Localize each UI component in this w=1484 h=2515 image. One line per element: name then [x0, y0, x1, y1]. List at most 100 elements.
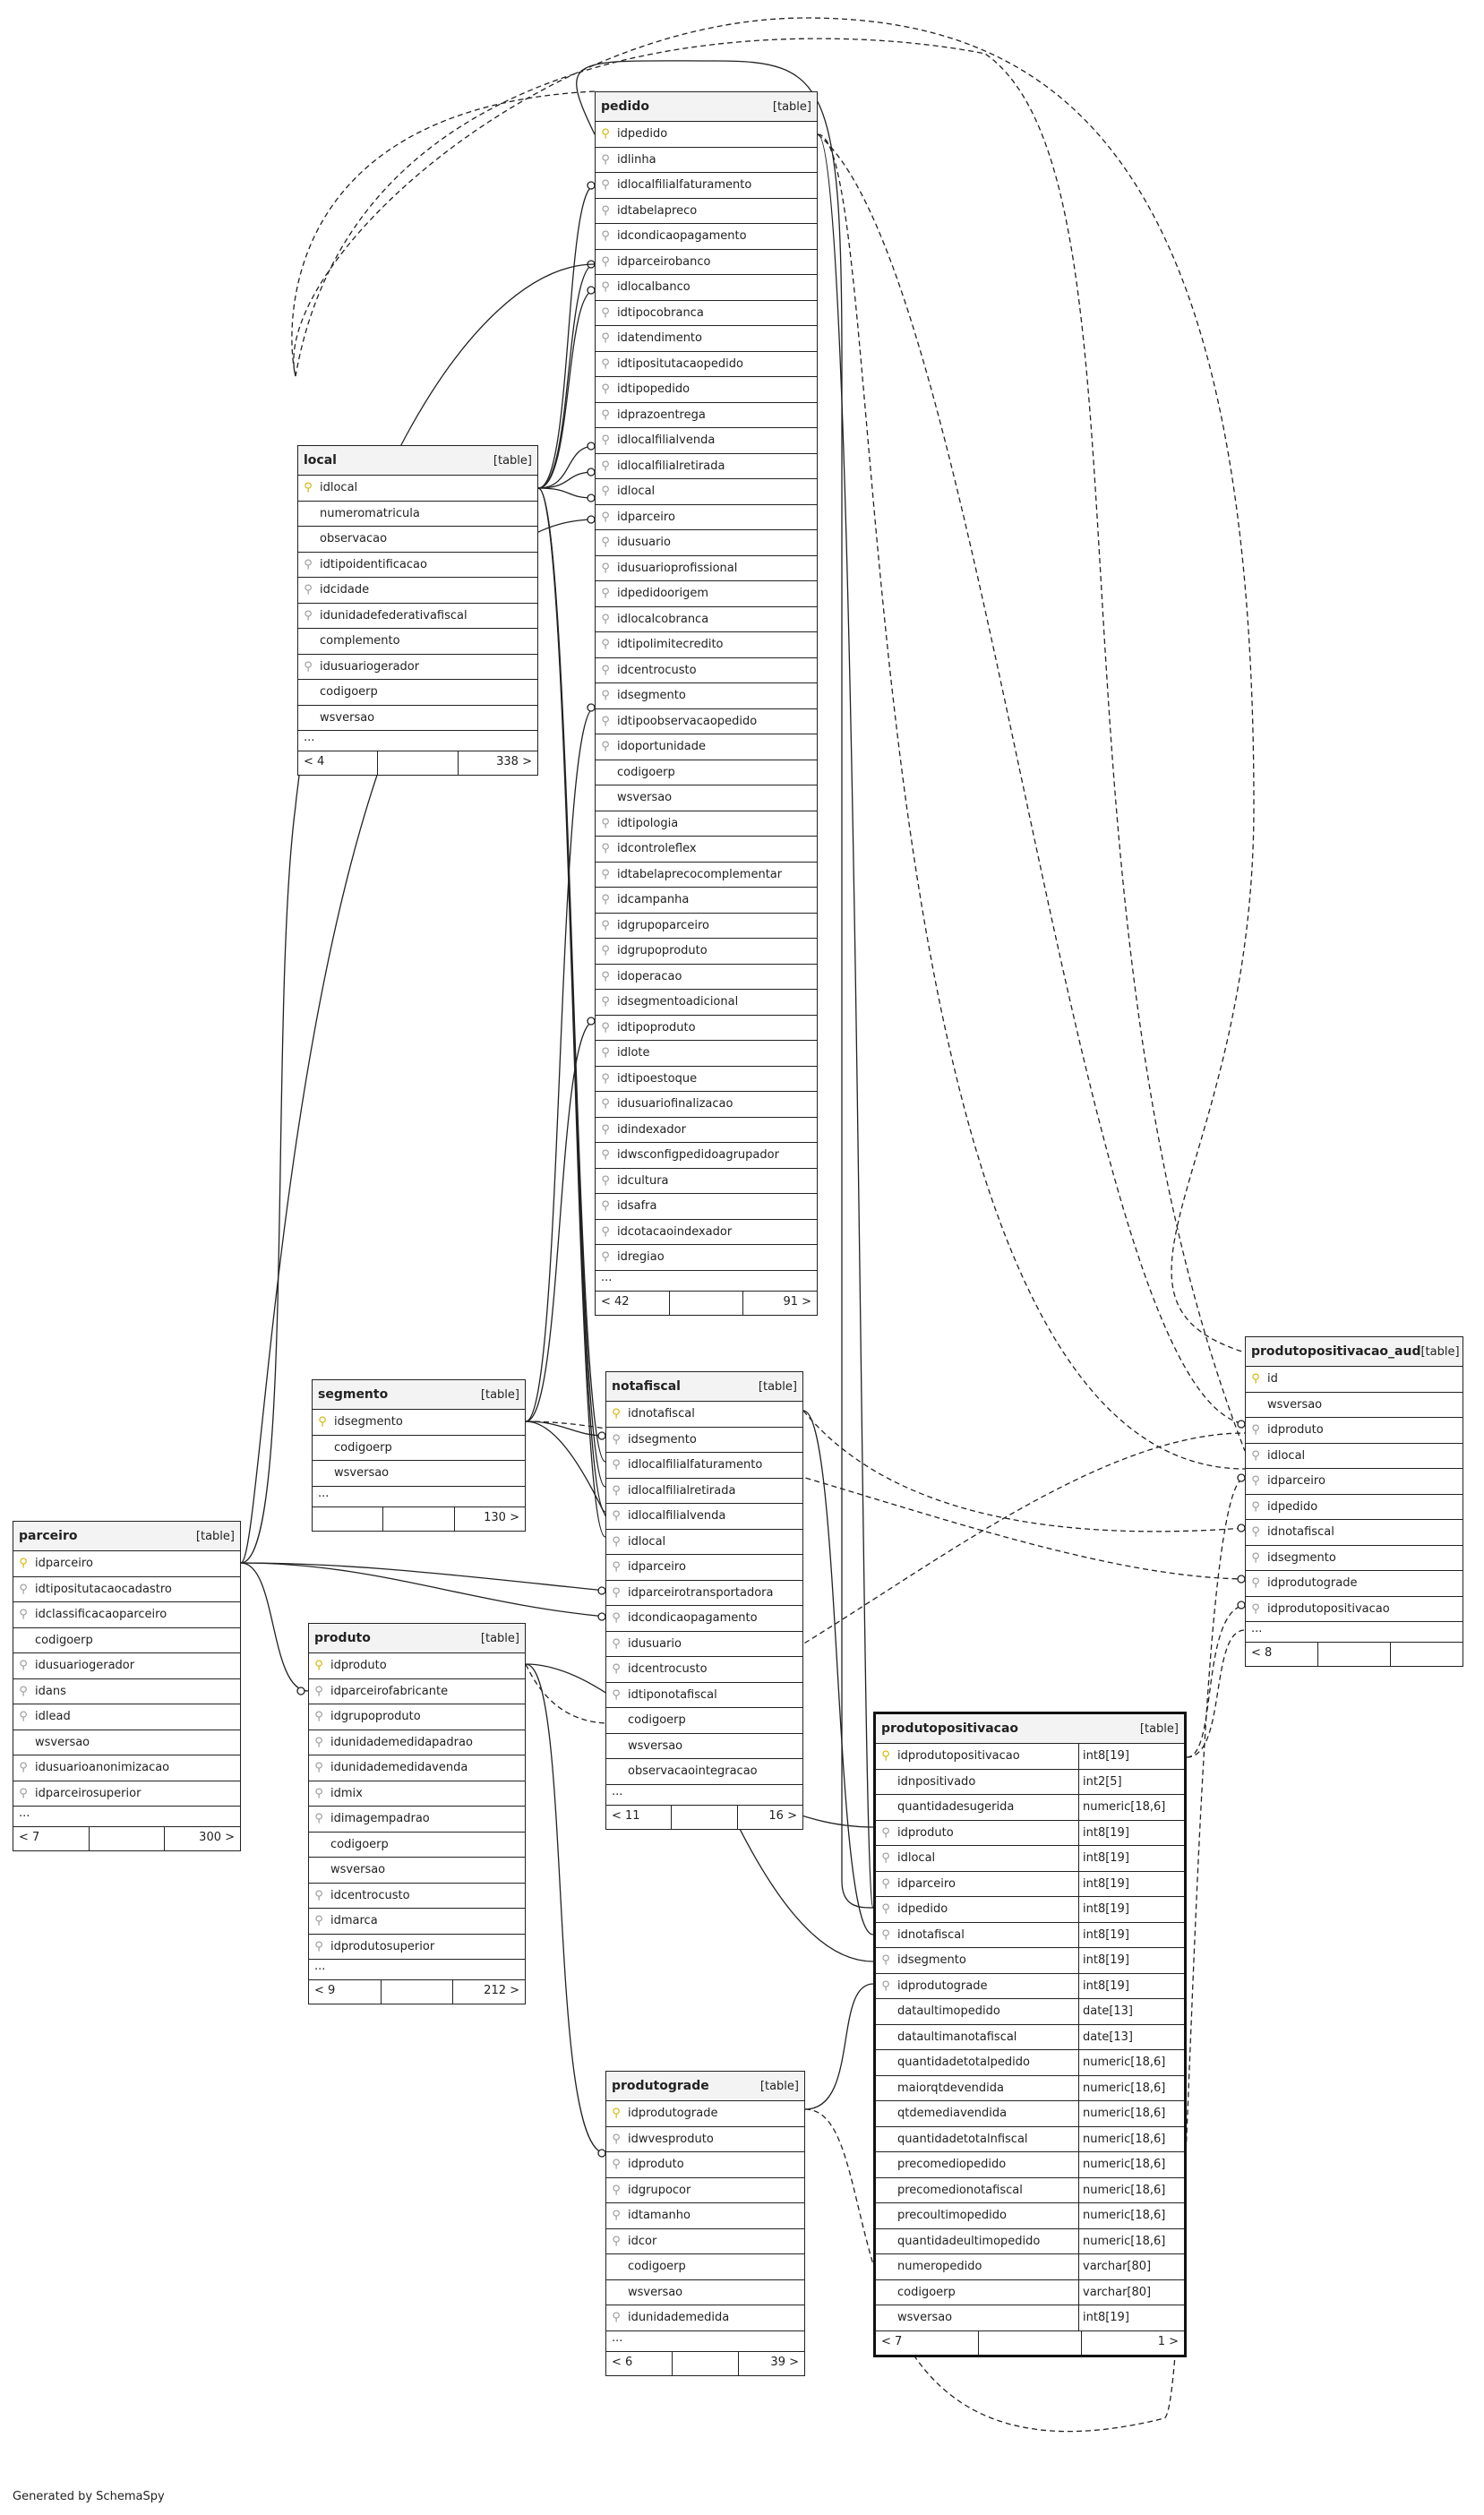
column-row[interactable]: ⚲idlocalcobranca — [596, 607, 817, 632]
table-parceiro[interactable]: parceiro [table] ⚲idparceiro⚲idtipositut… — [13, 1521, 241, 1851]
column-row[interactable]: ⚲idparceirosuperior — [13, 1781, 240, 1807]
column-row[interactable]: ⚲idpedido — [1246, 1495, 1463, 1520]
column-row[interactable]: ⚲idunidademedidapadrao — [309, 1730, 525, 1755]
column-row[interactable]: ⚲idparceiro — [606, 1555, 802, 1581]
column-row[interactable]: ⚲idgrupoproduto — [309, 1704, 525, 1730]
column-row[interactable]: ⚲idunidademedidavenda — [309, 1755, 525, 1781]
column-row[interactable]: codigoerp — [606, 1708, 802, 1734]
column-row[interactable]: ⚲idlocal — [298, 476, 537, 502]
column-row[interactable]: codigoerp — [13, 1628, 240, 1653]
column-row[interactable]: ⚲idunidadefederativafiscal — [298, 604, 537, 629]
column-row[interactable]: ⚲idcondicaopagamento — [606, 1606, 802, 1632]
column-row[interactable]: ⚲idlocalfilialfaturamento — [596, 173, 817, 199]
column-row[interactable]: ⚲idgrupoparceiro — [596, 914, 817, 939]
column-row[interactable]: ⚲idprodutosuperior — [309, 1935, 525, 1960]
parents-count[interactable]: < 7 — [19, 1831, 40, 1844]
column-row[interactable]: ⚲idtipocobranca — [596, 301, 817, 326]
column-row[interactable]: complemento — [298, 629, 537, 655]
column-row[interactable]: ⚲idwsconfigpedidoagrupador — [596, 1143, 817, 1169]
parents-count[interactable]: < 11 — [612, 1808, 640, 1823]
column-row[interactable]: ⚲idlocal — [1246, 1444, 1463, 1469]
column-row[interactable]: observacaointegracao — [606, 1759, 802, 1785]
column-row[interactable]: wsversao — [298, 706, 537, 731]
column-row[interactable]: ⚲idtipologia — [596, 811, 817, 837]
table-notafiscal[interactable]: notafiscal [table] ⚲idnotafiscal⚲idsegme… — [605, 1371, 803, 1830]
column-row[interactable]: ⚲idregiao — [596, 1245, 817, 1271]
column-row[interactable]: ⚲idusuariogerador — [13, 1653, 240, 1679]
column-row[interactable]: ⚲idcentrocusto — [596, 658, 817, 683]
children-count[interactable]: 1 > — [1081, 2330, 1184, 2355]
column-row[interactable]: ⚲idtipolimitecredito — [596, 632, 817, 658]
column-row[interactable]: ⚲idsegmento — [313, 1410, 525, 1436]
column-row[interactable]: ⚲idprodutograde — [1246, 1571, 1463, 1597]
table-produto[interactable]: produto [table] ⚲idproduto⚲idparceirofab… — [308, 1623, 526, 2004]
column-row[interactable]: ⚲idtipoproduto — [596, 1016, 817, 1041]
column-row[interactable]: wsversao — [313, 1461, 525, 1487]
column-row[interactable]: ⚲idans — [13, 1679, 240, 1704]
column-row[interactable]: ⚲idparceirotransportadora — [606, 1581, 802, 1606]
column-row[interactable]: ⚲idparceirofabricante — [309, 1679, 525, 1704]
column-row[interactable]: ⚲idproduto — [606, 2152, 804, 2178]
column-row[interactable]: ⚲idpedidoorigem — [596, 581, 817, 607]
column-row[interactable]: ⚲idtipoestoque — [596, 1067, 817, 1092]
column-row[interactable]: wsversao — [596, 785, 817, 811]
column-row[interactable]: ⚲idparceiro — [1246, 1469, 1463, 1495]
column-row[interactable]: ⚲idmix — [309, 1781, 525, 1807]
column-row[interactable]: ⚲idtiponotafiscal — [606, 1683, 802, 1708]
column-row[interactable]: ⚲idsegmentoadicional — [596, 990, 817, 1016]
column-row[interactable]: ⚲idcentrocusto — [606, 1657, 802, 1683]
parents-count[interactable]: < 7 — [881, 2334, 903, 2348]
column-row[interactable]: ⚲idproduto — [1246, 1418, 1463, 1444]
column-row[interactable]: ⚲idgrupoproduto — [596, 939, 817, 965]
column-row[interactable]: wsversao — [606, 1734, 802, 1759]
children-count[interactable]: 212 > — [452, 1980, 525, 2004]
column-row[interactable]: ⚲idparceiro — [13, 1551, 240, 1577]
column-row[interactable]: ⚲idusuario — [606, 1632, 802, 1657]
column-row[interactable]: wsversao — [13, 1730, 240, 1755]
column-row[interactable]: ⚲idcultura — [596, 1169, 817, 1194]
column-row[interactable]: numeromatricula — [298, 502, 537, 527]
column-row[interactable]: ⚲idoportunidade — [596, 734, 817, 760]
column-row[interactable]: ⚲idtabelapreco — [596, 199, 817, 224]
column-row[interactable]: ⚲idusuarioanonimizacao — [13, 1755, 240, 1781]
column-row[interactable]: ⚲idclassificacaoparceiro — [13, 1602, 240, 1628]
children-count[interactable]: 338 > — [457, 751, 537, 775]
column-row[interactable]: codigoerp — [298, 680, 537, 706]
column-row[interactable]: ⚲idusuario — [596, 530, 817, 556]
column-row[interactable]: ⚲idnotafiscal — [1246, 1520, 1463, 1546]
column-row[interactable]: ⚲idlocal — [606, 1530, 802, 1555]
column-row[interactable]: ⚲idtipoobservacaopedido — [596, 709, 817, 734]
column-row[interactable]: ⚲idlocalfilialvenda — [606, 1504, 802, 1530]
column-row[interactable]: ⚲idparceirobanco — [596, 250, 817, 275]
column-row[interactable]: ⚲idatendimento — [596, 326, 817, 352]
column-row[interactable]: ⚲idcentrocusto — [309, 1884, 525, 1909]
column-row[interactable]: ⚲idlocalfilialvenda — [596, 428, 817, 454]
parents-count[interactable]: < 9 — [314, 1984, 336, 1997]
column-row[interactable]: ⚲idtipositutacaopedido — [596, 352, 817, 377]
table-pedido[interactable]: pedido [table] ⚲idpedido⚲idlinha⚲idlocal… — [595, 91, 818, 1316]
column-row[interactable]: ⚲idsegmento — [1246, 1546, 1463, 1571]
column-row[interactable]: codigoerp — [309, 1833, 525, 1858]
column-row[interactable]: ⚲idusuariofinalizacao — [596, 1092, 817, 1118]
column-row[interactable]: ⚲id — [1246, 1367, 1463, 1393]
column-row[interactable]: ⚲idlinha — [596, 148, 817, 173]
